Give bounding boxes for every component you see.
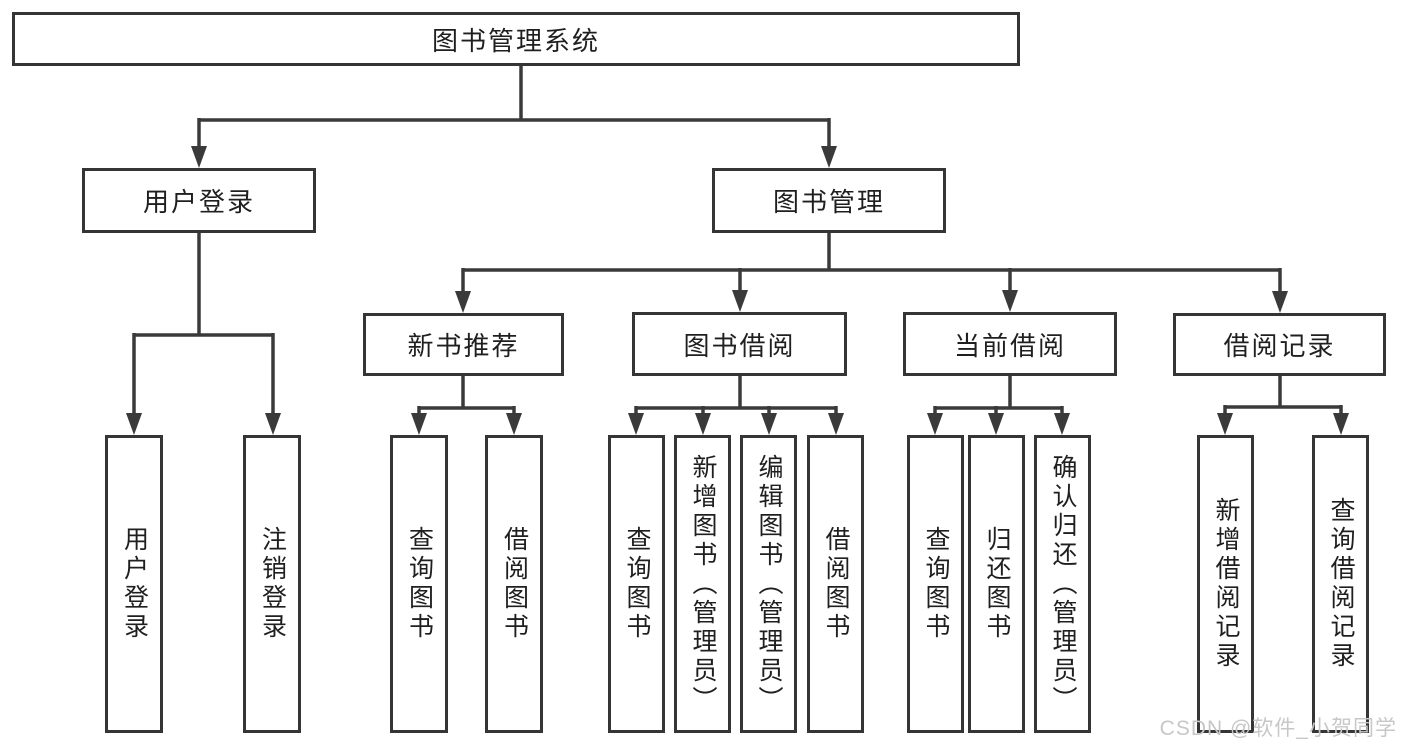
leaf-label: 借阅图书 (500, 526, 529, 642)
leaf-label: 查询借阅记录 (1327, 497, 1355, 671)
node-root-system: 图书管理系统 (12, 12, 1020, 66)
node-book-management: 图书管理 (712, 168, 946, 233)
node-new-book-recommend: 新书推荐 (363, 313, 564, 376)
leaf-borrow-books-recommend: 借阅图书 (485, 435, 543, 733)
leaf-label: 注销登录 (258, 526, 287, 642)
node-label: 借阅记录 (1223, 331, 1336, 361)
leaf-query-books-current: 查询图书 (907, 435, 964, 733)
node-label: 图书管理系统 (431, 25, 600, 56)
node-book-borrowing: 图书借阅 (632, 312, 847, 376)
leaf-label: 编辑图书（管理员） (755, 453, 783, 715)
leaf-logout: 注销登录 (243, 435, 301, 733)
node-user-login: 用户登录 (82, 168, 316, 233)
leaf-return-books: 归还图书 (968, 435, 1025, 733)
leaf-label: 用户登录 (120, 526, 149, 642)
leaf-label: 查询图书 (405, 526, 434, 642)
leaf-confirm-return-admin: 确认归还（管理员） (1034, 435, 1091, 733)
leaf-label: 归还图书 (983, 526, 1011, 642)
node-borrowing-records: 借阅记录 (1173, 313, 1386, 376)
leaf-add-books-admin: 新增图书（管理员） (674, 435, 731, 733)
node-label: 当前借阅 (953, 330, 1066, 361)
leaf-borrow-books: 借阅图书 (807, 435, 864, 733)
leaf-label: 新增图书（管理员） (689, 453, 717, 715)
node-label: 新书推荐 (407, 331, 520, 361)
leaf-query-books-recommend: 查询图书 (390, 435, 448, 733)
leaf-query-borrow-record: 查询借阅记录 (1312, 435, 1369, 733)
leaf-user-login: 用户登录 (105, 435, 163, 733)
leaf-label: 新增借阅记录 (1212, 497, 1240, 671)
csdn-watermark: CSDN @软件_小贺同学 (1159, 717, 1397, 740)
arrowheads (126, 146, 1349, 435)
leaf-query-books-borrowing: 查询图书 (608, 435, 665, 733)
leaf-label: 查询图书 (623, 526, 651, 642)
leaf-label: 确认归还（管理员） (1049, 453, 1077, 715)
leaf-add-borrow-record: 新增借阅记录 (1197, 435, 1254, 733)
node-label: 图书借阅 (683, 330, 796, 361)
node-label: 用户登录 (142, 187, 255, 217)
leaf-edit-books-admin: 编辑图书（管理员） (740, 435, 797, 733)
leaf-label: 查询图书 (922, 526, 950, 642)
node-label: 图书管理 (772, 187, 885, 217)
leaf-label: 借阅图书 (822, 526, 850, 642)
node-current-borrowing: 当前借阅 (903, 312, 1117, 376)
